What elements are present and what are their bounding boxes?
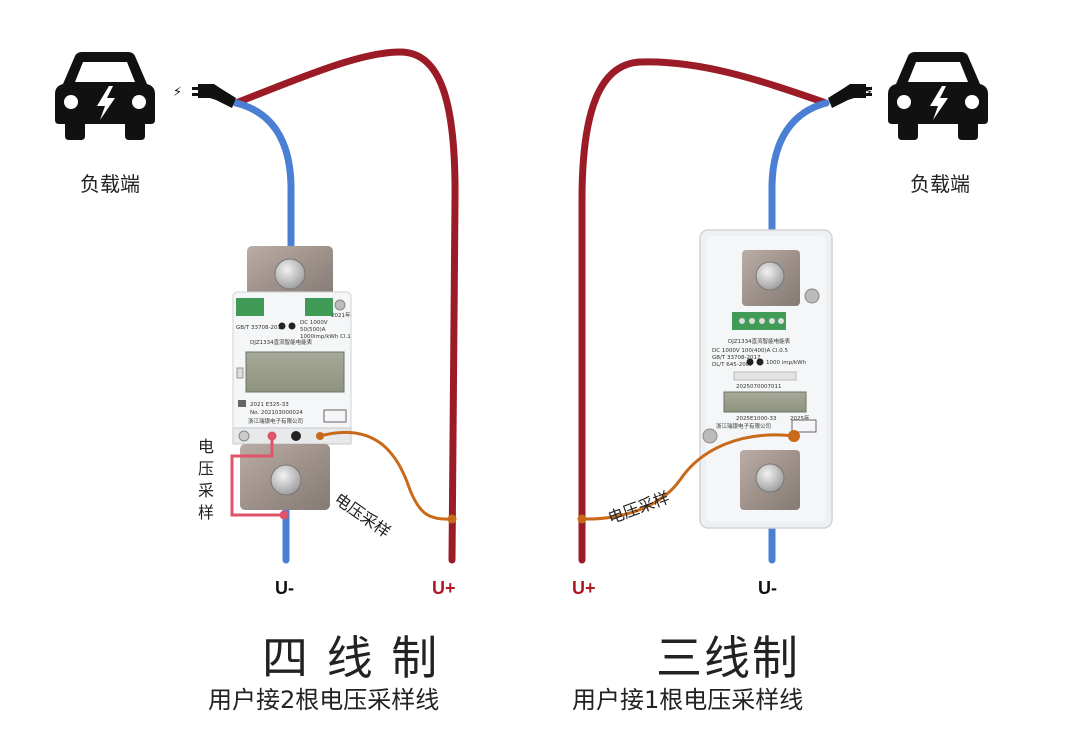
- meter-right-spec3: 1000 imp/kWh: [766, 360, 807, 366]
- left-vlabel-char: 压: [197, 459, 214, 478]
- meter-left-model: DJZ1334直流智能电能表: [250, 338, 313, 346]
- charge-spark-icon: ⚡: [173, 85, 182, 100]
- left-vlabel-char: 电: [197, 437, 214, 456]
- car-icon: [55, 52, 155, 140]
- left-sample-label-vertical: 电 压 采 样: [196, 436, 216, 524]
- meter-left-spec3: 1000imp/kWh Cl.1: [300, 334, 351, 340]
- right-negative-wire-top: [768, 99, 830, 244]
- left-terminal-neg: U-: [275, 578, 294, 598]
- right-sample-wire: [581, 433, 795, 521]
- meter-right-std: DL/T 645-2007: [712, 362, 753, 368]
- left-positive-wire: [232, 48, 459, 564]
- meter-right-spec2: GB/T 33708-2017: [712, 355, 761, 361]
- meter-left: GB/T 33708-2017 DC 1000V 50(500)A 1000im…: [232, 246, 352, 510]
- meter-right-maker: 浙江瑞银电子有限公司: [716, 422, 771, 430]
- right-positive-wire: [578, 58, 830, 564]
- left-vlabel-char: 样: [197, 503, 214, 522]
- meter-left-spec1: DC 1000V: [300, 320, 328, 326]
- meter-right-spec1: DC 1000V 100(400)A Cl.0.5: [712, 348, 788, 354]
- meter-left-std: GB/T 33708-2017: [236, 325, 285, 331]
- meter-right-serial: 2025070007011: [736, 384, 782, 390]
- left-sample-wire: [319, 430, 453, 521]
- plug-icon: [192, 84, 236, 108]
- meter-left-maker: 浙江瑞银电子有限公司: [248, 417, 303, 425]
- right-subtitle: 用户接1根电压采样线: [572, 686, 804, 714]
- right-title: 三线制: [656, 631, 800, 685]
- left-vlabel-char: 采: [197, 481, 214, 500]
- left-negative-wire-top: [232, 99, 295, 254]
- left-title: 四 线 制: [262, 631, 440, 685]
- right-terminal-pos: U+: [572, 578, 596, 598]
- left-load-label: 负载端: [80, 172, 140, 196]
- meter-right: DJZ1334直流智能电能表 DC 1000V 100(400)A Cl.0.5…: [699, 229, 833, 529]
- meter-right-cert: 2025E1000-33: [736, 416, 777, 422]
- right-terminal-neg: U-: [758, 578, 777, 598]
- meter-left-spec2: 50(500)A: [300, 327, 326, 333]
- car-icon: [888, 52, 988, 140]
- left-terminal-pos: U+: [432, 578, 456, 598]
- plug-icon: [828, 84, 872, 108]
- left-sample-loop: [230, 436, 284, 517]
- left-subtitle: 用户接2根电压采样线: [208, 686, 440, 714]
- meter-left-year: 2021年: [331, 311, 351, 319]
- meter-left-serial: No. 202103000024: [250, 410, 303, 416]
- meter-left-cert: 2021 E325-33: [250, 402, 289, 408]
- charge-spark-icon: ⚡: [864, 85, 873, 100]
- meter-right-year: 2025年: [790, 414, 810, 422]
- meter-right-model: DJZ1334直流智能电能表: [728, 337, 791, 345]
- right-load-label: 负载端: [910, 172, 970, 196]
